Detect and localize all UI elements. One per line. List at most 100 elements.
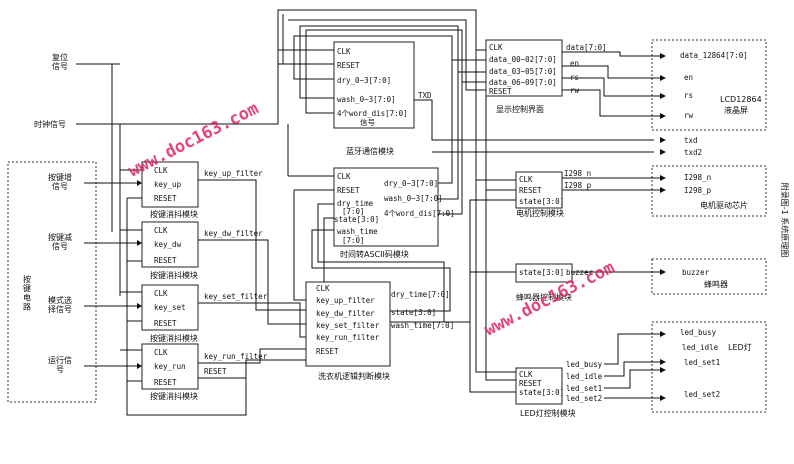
- bluetooth-caption: 蓝牙通信模块: [346, 146, 394, 156]
- led-caption: LED灯控制模块: [520, 408, 576, 418]
- svg-text:en: en: [570, 59, 579, 68]
- wires: [76, 9, 660, 416]
- svg-text:4个word_dis[7:0]: 4个word_dis[7:0]: [384, 209, 455, 218]
- svg-text:state[3:0]: state[3:0]: [519, 268, 564, 277]
- motor-caption: 电机控制模块: [516, 208, 564, 218]
- svg-text:key_set_filter: key_set_filter: [316, 321, 380, 330]
- svg-text:data_00~02[7:0]: data_00~02[7:0]: [489, 55, 557, 64]
- svg-text:RESET: RESET: [154, 256, 177, 265]
- debounce-caption: 按键消抖模块: [150, 209, 198, 219]
- lcd-device: data_12864[7:0] en rs rw LCD12864 液晶屏: [680, 51, 762, 120]
- svg-text:RESET: RESET: [337, 186, 360, 195]
- svg-text:key_dw: key_dw: [154, 240, 182, 249]
- reset-wire-label: RESET: [204, 367, 227, 376]
- svg-text:RESET: RESET: [154, 194, 177, 203]
- svg-text:[7:0]: [7:0]: [342, 207, 365, 216]
- svg-text:data_12864[7:0]: data_12864[7:0]: [680, 51, 748, 60]
- key-dw-filter-label: key_dw_filter: [204, 229, 263, 238]
- svg-text:CLK: CLK: [519, 370, 533, 379]
- debounce-caption: 按键消抖模块: [150, 333, 198, 343]
- svg-text:state[3:0]: state[3:0]: [334, 215, 379, 224]
- svg-text:rs: rs: [684, 91, 693, 100]
- svg-text:data_03~05[7:0]: data_03~05[7:0]: [489, 67, 557, 76]
- clock-signal-label: 时钟信号: [34, 119, 66, 129]
- svg-text:led_set1: led_set1: [566, 384, 602, 393]
- svg-text:RESET: RESET: [154, 319, 177, 328]
- svg-text:dry_time[7:0]: dry_time[7:0]: [391, 290, 450, 299]
- debounce-caption: 按键消抖模块: [150, 270, 198, 280]
- keypad-circuit-label: 按键电路: [23, 274, 31, 312]
- increase-key-label: 按键增信号: [48, 172, 72, 191]
- ascii-caption: 时间转ASCII码模块: [340, 249, 409, 259]
- svg-text:CLK: CLK: [316, 284, 330, 293]
- svg-text:电机驱动芯片: 电机驱动芯片: [700, 200, 748, 210]
- svg-text:data[7:0]: data[7:0]: [566, 43, 607, 52]
- svg-text:RESET: RESET: [316, 347, 339, 356]
- svg-text:key_run_filter: key_run_filter: [316, 333, 380, 342]
- txd-label: TXD: [418, 91, 432, 100]
- svg-text:wash_0~3[7:0]: wash_0~3[7:0]: [337, 95, 396, 104]
- svg-text:key_up: key_up: [154, 180, 182, 189]
- keypad-frame: [7, 161, 97, 403]
- svg-text:I298_p: I298_p: [684, 186, 712, 195]
- svg-text:dry_0~3[7:0]: dry_0~3[7:0]: [337, 76, 391, 85]
- run-signal-label: 运行信号: [48, 355, 72, 374]
- svg-text:buzzer: buzzer: [682, 268, 710, 277]
- svg-text:液晶屏: 液晶屏: [724, 105, 748, 115]
- svg-text:CLK: CLK: [519, 175, 533, 184]
- svg-text:state[3:0]: state[3:0]: [519, 388, 564, 397]
- input-labels: 复位信号 时钟信号 按键增信号 按键减信号 模式选择信号 运行信号 按键电路: [23, 52, 72, 374]
- svg-text:wash_time: wash_time: [337, 227, 378, 236]
- arrowheads: [137, 53, 666, 401]
- svg-text:led_set2: led_set2: [566, 394, 602, 403]
- led-device: led_busy led_set1 led_idle led_set2 LED灯: [680, 328, 752, 399]
- decrease-key-label: 按键减信号: [48, 232, 72, 251]
- debounce-block-set: CLK key_set RESET 按键消抖模块: [141, 284, 199, 343]
- svg-text:state[3:0]: state[3:0]: [391, 308, 436, 317]
- motor-chip: I298_n I298_p 电机驱动芯片: [684, 173, 748, 210]
- debounce-block-dw: CLK key_dw RESET 按键消抖模块: [141, 221, 199, 280]
- svg-text:I298_n: I298_n: [564, 169, 591, 178]
- svg-text:key_run: key_run: [154, 362, 186, 371]
- svg-text:wash_0~3[7:0]: wash_0~3[7:0]: [384, 194, 443, 203]
- svg-text:蜂鸣器: 蜂鸣器: [704, 279, 728, 289]
- mode-select-label: 模式选择信号: [48, 295, 72, 314]
- svg-text:信号: 信号: [360, 117, 375, 127]
- svg-text:LED灯: LED灯: [728, 342, 752, 352]
- svg-text:[7:0]: [7:0]: [342, 236, 365, 245]
- display-block: CLK data_00~02[7:0] data_03~05[7:0] data…: [485, 39, 607, 114]
- buzzer-frame: [651, 258, 767, 295]
- svg-text:led_busy: led_busy: [566, 360, 603, 369]
- svg-text:CLK: CLK: [154, 289, 168, 298]
- svg-text:RESET: RESET: [154, 378, 177, 387]
- bluetooth-block: CLK RESET dry_0~3[7:0] wash_0~3[7:0] 4个w…: [333, 41, 432, 156]
- svg-text:led_busy: led_busy: [680, 328, 717, 337]
- ascii-block: CLK RESET dry_time [7:0] state[3:0] wash…: [333, 167, 455, 259]
- motor-chip-frame: [651, 165, 767, 217]
- logic-block: CLK key_up_filter key_dw_filter key_set_…: [305, 281, 454, 381]
- svg-text:CLK: CLK: [337, 47, 351, 56]
- svg-text:dry_time: dry_time: [337, 199, 374, 208]
- svg-text:RESET: RESET: [489, 87, 512, 96]
- figure-title: 附录图-1 系统原理图: [780, 183, 790, 258]
- svg-text:CLK: CLK: [154, 348, 168, 357]
- svg-text:led_set1: led_set1: [684, 358, 720, 367]
- buzzer-device: buzzer 蜂鸣器: [682, 268, 728, 289]
- led-block: CLK RESET state[3:0] led_busy led_idle l…: [515, 360, 603, 418]
- svg-text:CLK: CLK: [489, 43, 503, 52]
- txd2-output-label: txd2: [684, 148, 702, 157]
- svg-text:CLK: CLK: [154, 166, 168, 175]
- svg-text:dry_0~3[7:0]: dry_0~3[7:0]: [384, 179, 438, 188]
- svg-text:rw: rw: [570, 86, 580, 95]
- svg-text:en: en: [684, 73, 693, 82]
- svg-text:key_dw_filter: key_dw_filter: [316, 309, 375, 318]
- svg-text:led_set2: led_set2: [684, 390, 720, 399]
- key-set-filter-label: key_set_filter: [204, 292, 268, 301]
- key-up-filter-label: key_up_filter: [204, 169, 263, 178]
- svg-text:rw: rw: [684, 111, 694, 120]
- svg-text:key_set: key_set: [154, 303, 186, 312]
- buzzer-caption: 蜂鸣器控制模块: [516, 292, 572, 302]
- logic-caption: 洗衣机逻辑判断模块: [318, 371, 390, 381]
- svg-text:led_idle: led_idle: [566, 372, 603, 381]
- reset-signal-label: 复位信号: [52, 52, 68, 71]
